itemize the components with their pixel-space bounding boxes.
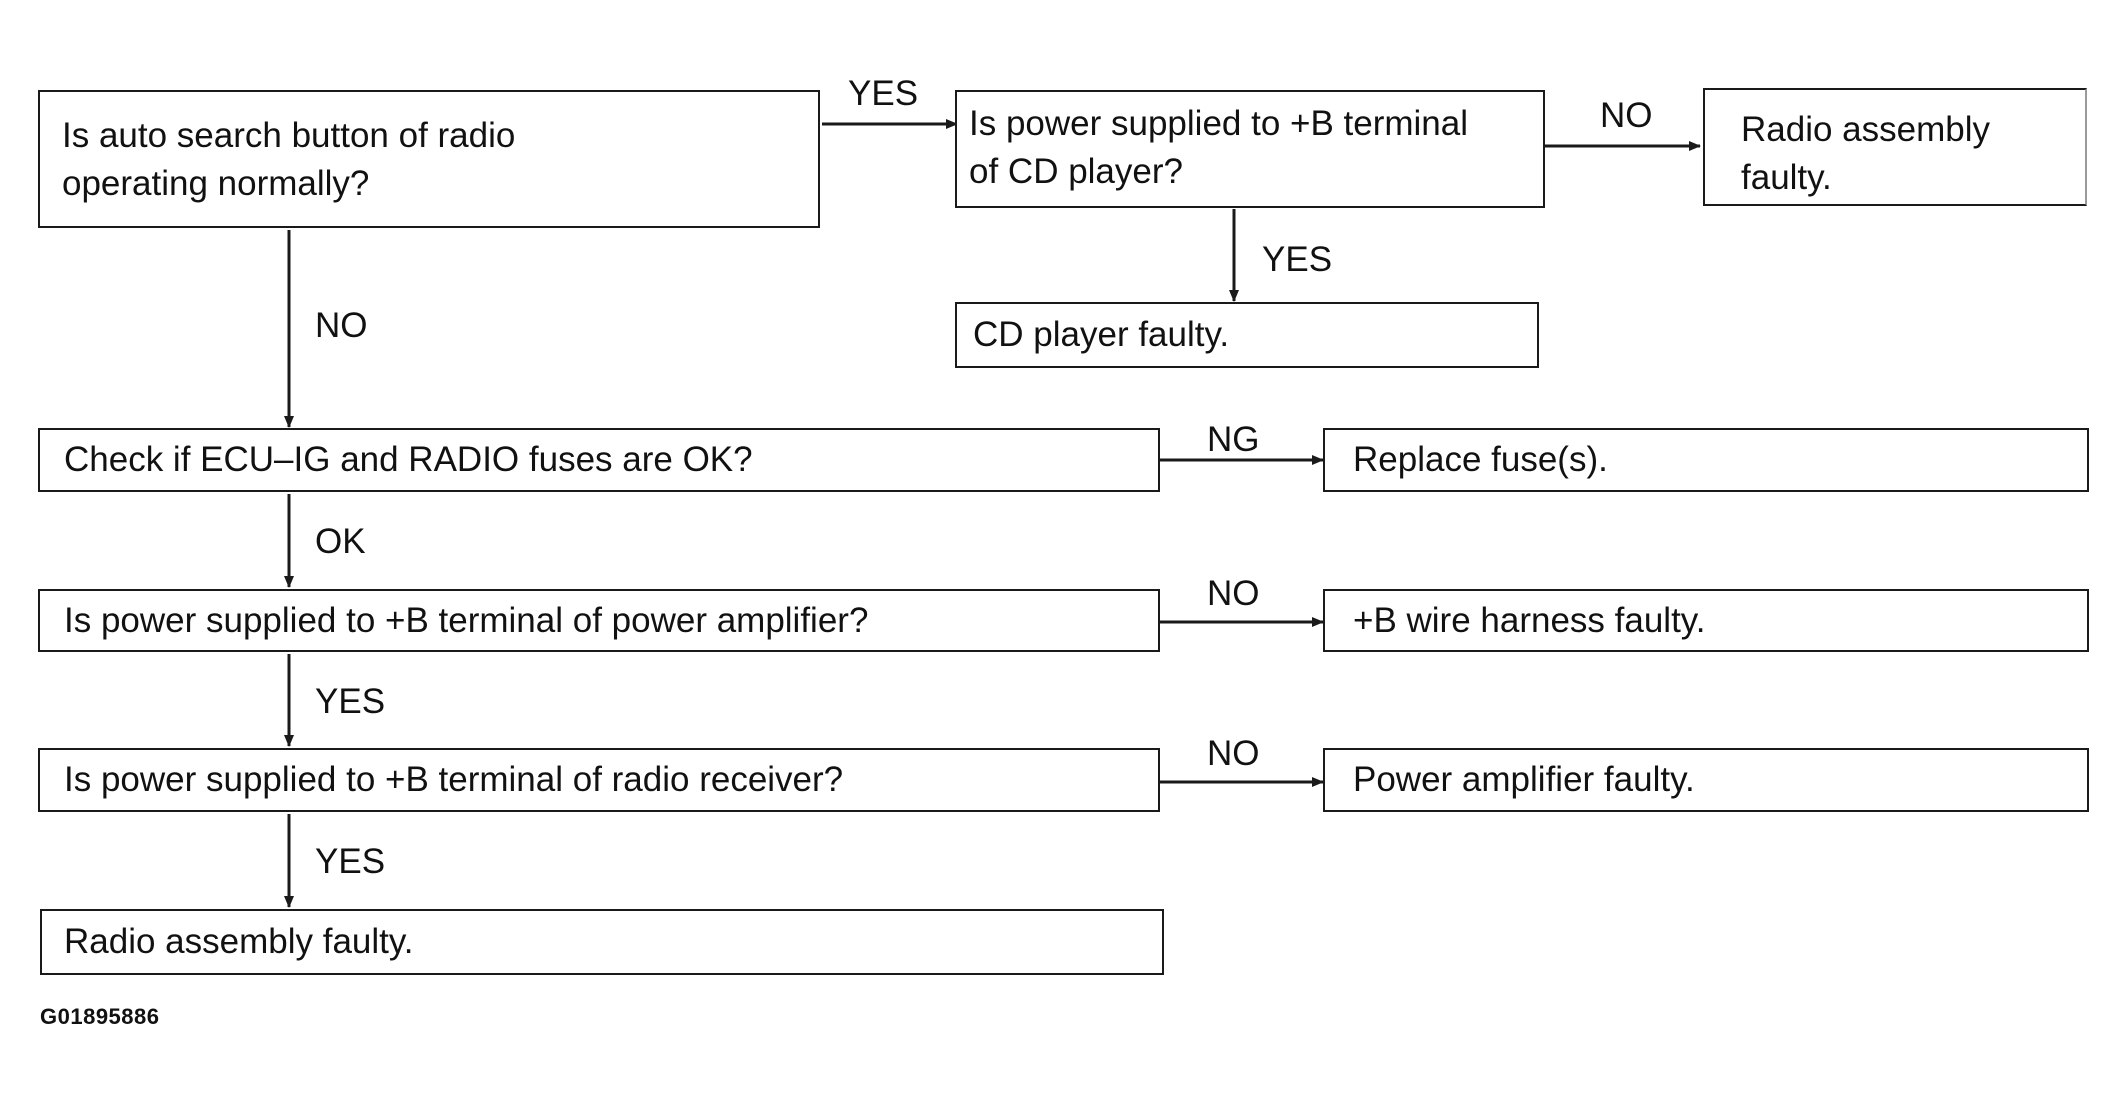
label-auto-search-yes: YES — [848, 74, 919, 113]
label-power-receiver-yes: YES — [315, 842, 386, 881]
label-power-amp-yes: YES — [315, 682, 386, 721]
box-fuses-question: Check if ECU–IG and RADIO fuses are OK? — [38, 428, 1160, 492]
box-wire-harness-result: +B wire harness faulty. — [1323, 589, 2089, 652]
label-power-cd-yes: YES — [1262, 240, 1333, 279]
box-replace-fuse-result: Replace fuse(s). — [1323, 428, 2089, 492]
box-radio-faulty-bottom-result: Radio assembly faulty. — [40, 909, 1164, 975]
box-power-cd-question: Is power supplied to +B terminal of CD p… — [955, 90, 1545, 208]
label-fuses-ok: OK — [315, 522, 366, 561]
box-cd-faulty-result: CD player faulty. — [955, 302, 1539, 368]
figure-code: G01895886 — [40, 1004, 160, 1029]
label-power-amp-no: NO — [1207, 574, 1260, 613]
box-power-amp-faulty-result: Power amplifier faulty. — [1323, 748, 2089, 812]
label-power-receiver-no: NO — [1207, 734, 1260, 773]
label-power-cd-no: NO — [1600, 96, 1653, 135]
box-radio-faulty-top-result: Radio assembly faulty. — [1703, 88, 2087, 206]
label-auto-search-no: NO — [315, 306, 368, 345]
box-power-receiver-question: Is power supplied to +B terminal of radi… — [38, 748, 1160, 812]
box-power-amp-question: Is power supplied to +B terminal of powe… — [38, 589, 1160, 652]
label-fuses-ng: NG — [1207, 420, 1260, 459]
box-auto-search-question: Is auto search button of radio operating… — [38, 90, 820, 228]
